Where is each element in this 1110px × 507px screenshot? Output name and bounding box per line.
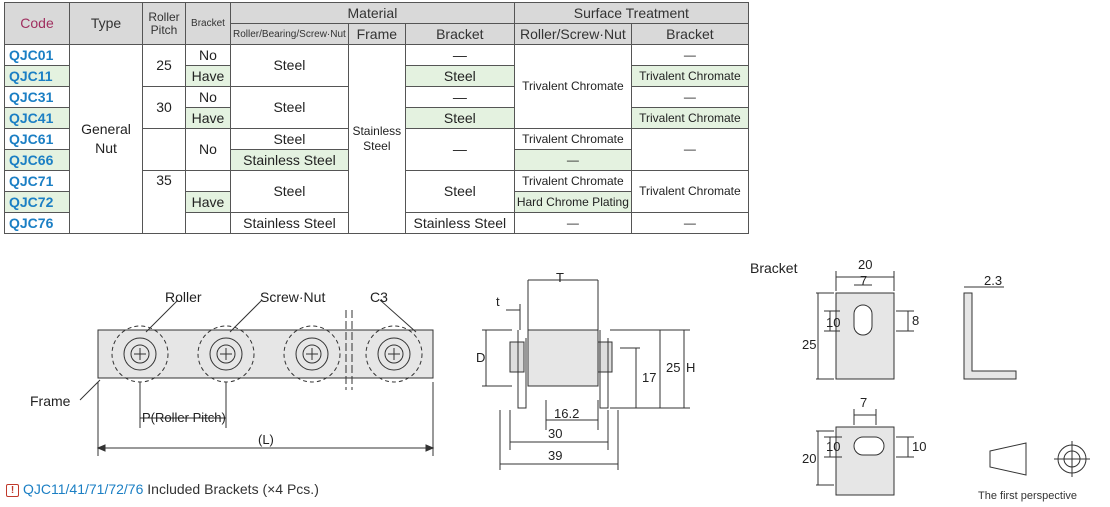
code-cell: QJC76 bbox=[4, 212, 70, 234]
mat-roller-cell: Steel bbox=[230, 44, 349, 87]
mat-roller-cell: Steel bbox=[230, 170, 349, 213]
surf-bracket-cell: Trivalent Chromate bbox=[630, 170, 749, 213]
dim-10-bl: 10 bbox=[826, 439, 840, 454]
code-cell: QJC11 bbox=[4, 65, 70, 87]
code-cell: QJC41 bbox=[4, 107, 70, 129]
surf-bracket-cell: Trivalent Chromate bbox=[630, 65, 749, 87]
surf-bracket-cell: Trivalent Chromate bbox=[630, 107, 749, 129]
type-cell: General Nut bbox=[69, 44, 143, 234]
mat-roller-cell: Stainless Steel bbox=[230, 149, 349, 171]
dim-30: 30 bbox=[548, 426, 562, 441]
mat-bracket-cell: Steel bbox=[404, 170, 515, 213]
mat-roller-cell: Steel bbox=[230, 86, 349, 129]
dim-8-right: 8 bbox=[912, 313, 919, 328]
surf-roller-cell: Trivalent Chromate bbox=[513, 128, 632, 150]
front-view-drawing: Roller Screw·Nut C3 Frame P(Roller Pitch… bbox=[30, 289, 435, 456]
dim-10-br: 10 bbox=[912, 439, 926, 454]
dim-H: H bbox=[686, 360, 695, 375]
surf-bracket-cell: — bbox=[630, 212, 749, 234]
surf-bracket-cell: — bbox=[630, 44, 749, 66]
pitch-cell: 25 bbox=[142, 44, 186, 87]
mat-bracket-cell: Steel bbox=[404, 65, 515, 87]
surf-roller-cell: Trivalent Chromate bbox=[513, 44, 632, 129]
pitch-cell: 35 bbox=[142, 170, 186, 234]
bracket-cell: Have bbox=[185, 191, 231, 213]
header-mat-roller: Roller/Bearing/Screw·Nut bbox=[230, 23, 349, 45]
note-codes: QJC11/41/71/72/76 bbox=[23, 481, 144, 497]
dim-7-bottom: 7 bbox=[860, 395, 867, 410]
header-surf-bracket: Bracket bbox=[630, 23, 749, 45]
notice-icon: ! bbox=[6, 484, 19, 497]
dim-D: D bbox=[476, 350, 485, 365]
dim-7-top: 7 bbox=[860, 273, 867, 288]
bracket-title: Bracket bbox=[750, 260, 798, 276]
surf-roller-cell: Hard Chrome Plating bbox=[513, 191, 632, 213]
mat-bracket-cell: — bbox=[404, 86, 515, 108]
frame-cell: Stainless Steel bbox=[347, 44, 406, 234]
dim-T: T bbox=[556, 270, 564, 285]
surf-roller-cell: — bbox=[513, 212, 632, 234]
code-cell: QJC01 bbox=[4, 44, 70, 66]
mat-bracket-cell: Stainless Steel bbox=[404, 212, 515, 234]
mat-bracket-cell: — bbox=[404, 128, 515, 171]
length-label: (L) bbox=[258, 432, 274, 447]
dim-39: 39 bbox=[548, 448, 562, 463]
code-cell: QJC71 bbox=[4, 170, 70, 192]
surf-bracket-cell: — bbox=[630, 128, 749, 171]
mat-roller-cell: Stainless Steel bbox=[230, 212, 349, 234]
header-code: Code bbox=[4, 2, 70, 45]
dim-25: 25 bbox=[666, 360, 680, 375]
bracket-drawing: Bracket 20 7 10 25 8 2.3 7 20 10 10 The … bbox=[750, 257, 1090, 502]
code-cell: QJC72 bbox=[4, 191, 70, 213]
dim-17: 17 bbox=[642, 370, 656, 385]
mat-bracket-cell: — bbox=[404, 44, 515, 66]
dim-25-left: 25 bbox=[802, 337, 816, 352]
pitch-cell: 30 bbox=[142, 86, 186, 129]
surf-roller-cell: Trivalent Chromate bbox=[513, 170, 632, 192]
code-cell: QJC61 bbox=[4, 128, 70, 150]
bracket-cell: Have bbox=[185, 65, 231, 87]
bracket-cell bbox=[185, 170, 231, 192]
header-surf-roller: Roller/Screw·Nut bbox=[513, 23, 632, 45]
dim-20-top: 20 bbox=[858, 257, 872, 272]
bracket-cell: No bbox=[185, 86, 231, 108]
spec-table: Code Type Roller Pitch Bracket Material … bbox=[4, 2, 749, 234]
dim-20-bottom: 20 bbox=[802, 451, 816, 466]
dim-2-3: 2.3 bbox=[984, 273, 1002, 288]
code-cell: QJC66 bbox=[4, 149, 70, 171]
bracket-cell bbox=[185, 212, 231, 234]
frame-label: Frame bbox=[30, 393, 71, 409]
surf-bracket-cell: — bbox=[630, 86, 749, 108]
roller-label: Roller bbox=[165, 289, 202, 305]
note-text: Included Brackets (×4 Pcs.) bbox=[147, 481, 319, 497]
bracket-cell: No bbox=[185, 44, 231, 66]
pitch-cell bbox=[142, 128, 186, 171]
c3-label: C3 bbox=[370, 289, 388, 305]
header-surface: Surface Treatment bbox=[513, 2, 749, 24]
dim-t: t bbox=[496, 294, 500, 309]
header-mat-bracket: Bracket bbox=[404, 23, 515, 45]
header-roller-pitch: Roller Pitch bbox=[142, 2, 186, 45]
included-brackets-note: ! QJC11/41/71/72/76 Included Brackets (×4… bbox=[6, 481, 319, 497]
side-view-drawing: T t D 17 25 H 16.2 30 39 bbox=[476, 270, 695, 470]
header-bracket: Bracket bbox=[185, 2, 231, 45]
dim-10-left: 10 bbox=[826, 315, 840, 330]
dim-16-2: 16.2 bbox=[554, 406, 579, 421]
mat-roller-cell: Steel bbox=[230, 128, 349, 150]
pitch-label: P(Roller Pitch) bbox=[142, 410, 226, 425]
header-type: Type bbox=[69, 2, 143, 45]
bracket-cell: No bbox=[185, 128, 231, 171]
code-cell: QJC31 bbox=[4, 86, 70, 108]
bracket-cell: Have bbox=[185, 107, 231, 129]
surf-roller-cell: — bbox=[513, 149, 632, 171]
screw-nut-label: Screw·Nut bbox=[260, 289, 325, 305]
mat-bracket-cell: Steel bbox=[404, 107, 515, 129]
header-material: Material bbox=[230, 2, 515, 24]
projection-label: The first perspective bbox=[978, 490, 1077, 502]
header-mat-frame: Frame bbox=[347, 23, 406, 45]
